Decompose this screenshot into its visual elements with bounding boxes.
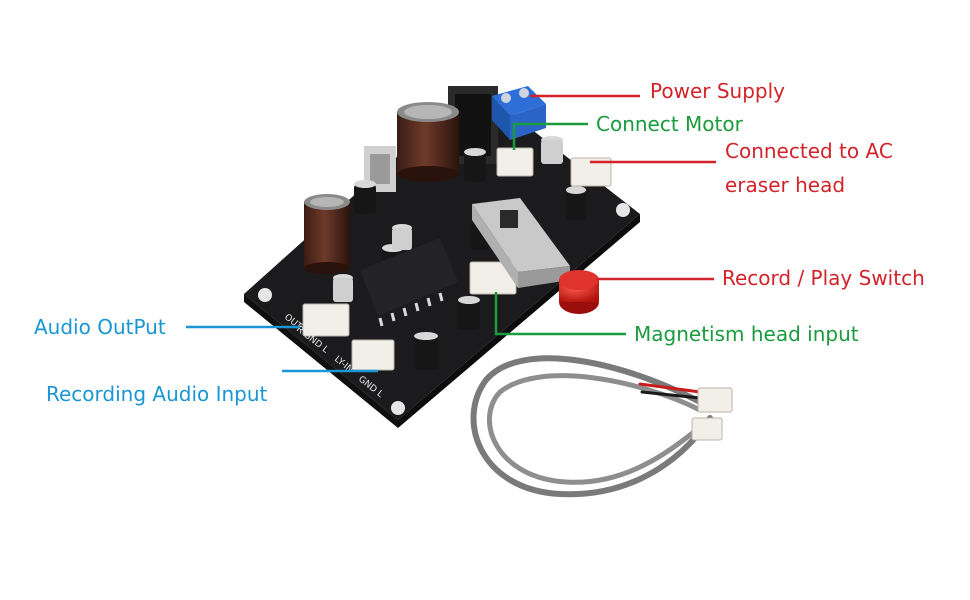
magnetism-head-label: Magnetism head input [634, 322, 859, 346]
magnetism-head-leader [494, 292, 626, 336]
leader-lines [186, 94, 716, 373]
large-capacitor [397, 102, 459, 182]
audio-output-label: Audio OutPut [34, 315, 166, 339]
ic-chip [360, 238, 458, 327]
connect-motor-label: Connect Motor [596, 112, 743, 136]
jst-connectors [302, 147, 612, 371]
record-play-switch-housing [472, 198, 570, 288]
connect-motor-leader [512, 122, 588, 150]
connection-cable [470, 355, 713, 498]
cable-connectors [691, 387, 733, 441]
record-play-label: Record / Play Switch [722, 266, 925, 290]
red-switch-knob [559, 270, 599, 314]
power-terminal-block [492, 86, 546, 140]
power-supply-label: Power Supply [650, 79, 785, 103]
capacitor-left [304, 194, 350, 274]
ac-eraser-label-line1: Connected to AC [725, 139, 893, 163]
ac-eraser-label-line2: eraser head [725, 173, 846, 197]
silver-caps [333, 140, 563, 302]
recording-input-label: Recording Audio Input [46, 382, 268, 406]
